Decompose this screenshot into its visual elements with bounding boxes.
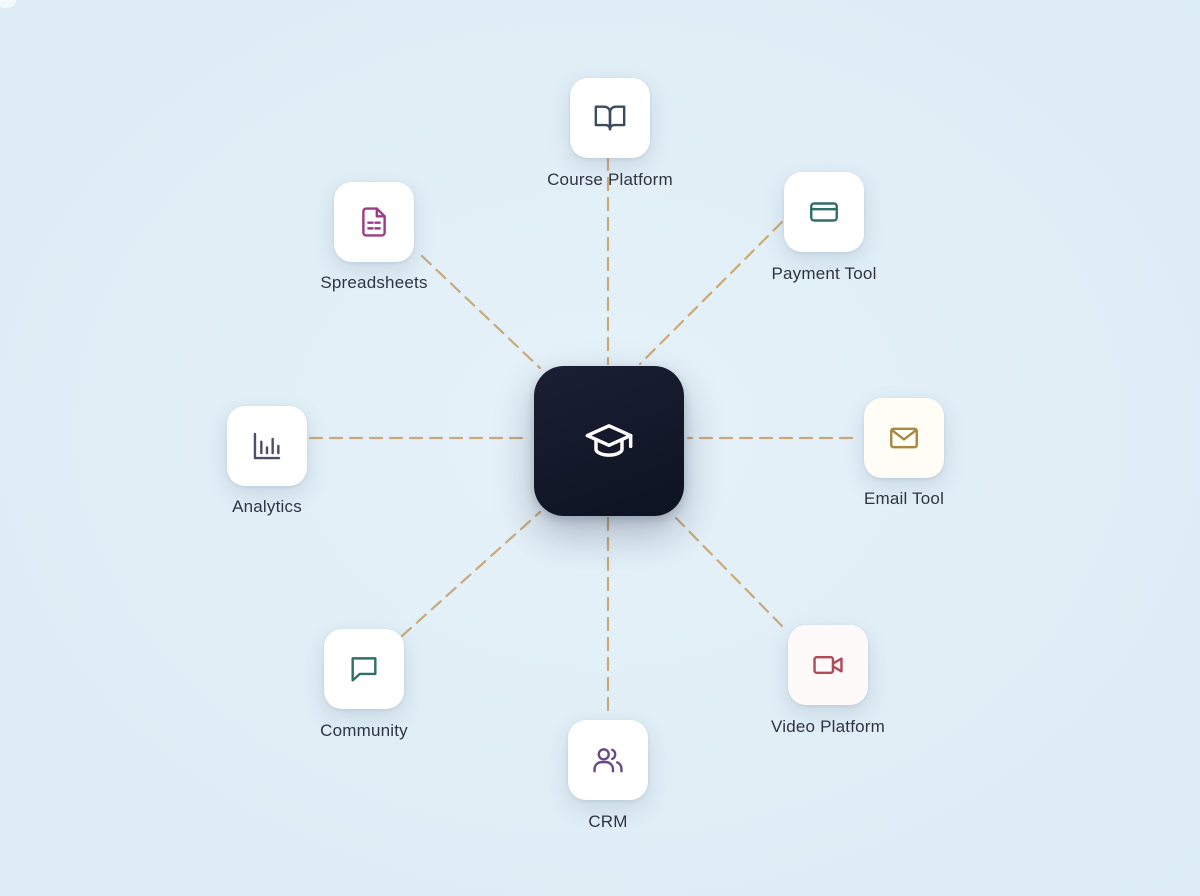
node-label-crm: CRM <box>588 812 628 831</box>
node-crm[interactable] <box>568 720 648 800</box>
node-label-course-platform: Course Platform <box>547 170 673 189</box>
connector-video-platform <box>674 516 784 628</box>
node-course-platform[interactable] <box>570 78 650 158</box>
connector-community <box>400 510 542 638</box>
node-label-analytics: Analytics <box>232 497 302 516</box>
chat-bubble-icon <box>351 657 377 682</box>
bar-chart-icon <box>253 432 281 460</box>
users-icon <box>593 748 623 773</box>
spreadsheet-file-icon <box>362 207 386 237</box>
node-label-payment-tool: Payment Tool <box>771 264 877 283</box>
node-community[interactable] <box>324 629 404 709</box>
hub-node[interactable] <box>534 366 684 516</box>
node-label-video-platform: Video Platform <box>771 717 885 736</box>
corner-artifact <box>0 0 16 8</box>
book-open-icon <box>594 105 626 131</box>
node-analytics[interactable] <box>227 406 307 486</box>
connector-spreadsheets <box>420 254 542 370</box>
graduation-cap-icon <box>585 424 633 457</box>
node-payment-tool[interactable] <box>784 172 864 252</box>
mail-icon <box>890 427 918 449</box>
connector-payment-tool <box>638 220 784 366</box>
node-label-community: Community <box>320 721 408 740</box>
node-spreadsheets[interactable] <box>334 182 414 262</box>
node-label-spreadsheets: Spreadsheets <box>320 273 428 292</box>
credit-card-icon <box>810 202 838 222</box>
node-label-email-tool: Email Tool <box>863 489 945 508</box>
node-email-tool[interactable] <box>864 398 944 478</box>
node-video-platform[interactable] <box>788 625 868 705</box>
video-camera-icon <box>813 656 843 674</box>
